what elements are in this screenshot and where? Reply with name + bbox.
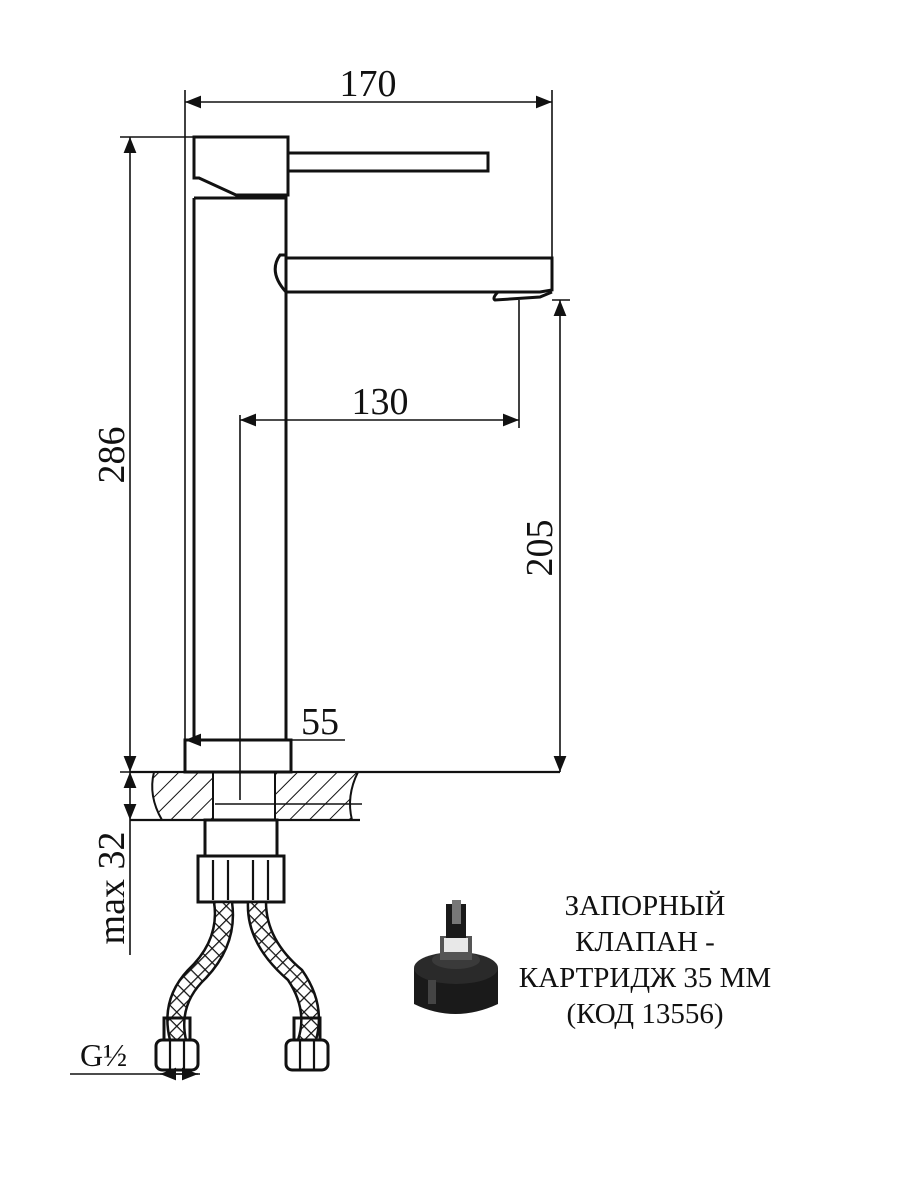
dimension-lines [70, 90, 570, 1081]
body-tube [192, 196, 288, 740]
dim-height-total: 286 [91, 427, 133, 484]
countertop-section [130, 770, 560, 904]
hose-nut-right [284, 1038, 330, 1072]
cartridge-note-line4: (КОД 13556) [566, 998, 724, 1030]
cartridge-note-line2: КЛАПАН - [575, 926, 715, 958]
cartridge-icon [414, 900, 498, 1014]
dim-width-total: 170 [340, 63, 397, 105]
cartridge-note-line3: КАРТРИДЖ 35 ММ [518, 962, 772, 994]
spout [273, 253, 554, 294]
faucet-base [183, 738, 293, 774]
cartridge-cap [192, 135, 290, 197]
dim-connection-thread: G½ [80, 1037, 127, 1073]
mounting-nut-lower [196, 854, 286, 904]
mounting-nut [203, 818, 279, 858]
cartridge-note-line1: ЗАПОРНЫЙ [564, 890, 726, 922]
hose-nut-left [154, 1038, 200, 1072]
dim-mount-thickness: max 32 [91, 832, 133, 945]
lever-handle [286, 151, 490, 173]
dim-spout-reach: 130 [352, 381, 409, 423]
flex-hoses [154, 900, 330, 1072]
aerator [492, 290, 553, 302]
dim-spout-height: 205 [519, 520, 561, 577]
cartridge-note: ЗАПОРНЫЙ КЛАПАН - КАРТРИДЖ 35 ММ (КОД 13… [490, 888, 800, 1032]
dim-body-diameter: 55 [301, 701, 339, 743]
